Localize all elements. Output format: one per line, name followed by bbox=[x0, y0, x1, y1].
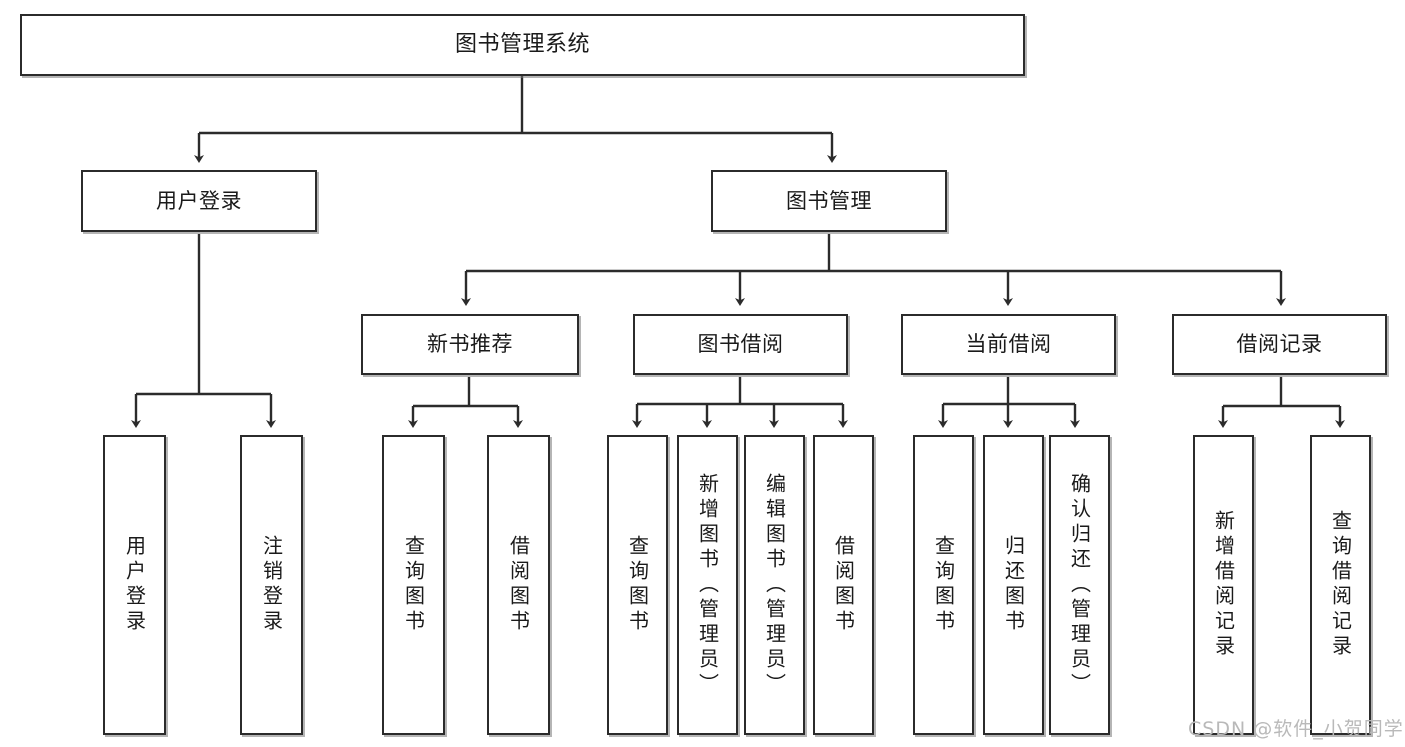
node-label: 图书管理系统 bbox=[454, 32, 590, 58]
node-label: 用户登录 bbox=[156, 188, 242, 213]
node-label: 图书管理 bbox=[786, 188, 872, 213]
leaf-borrow-add-book-admin[interactable]: 新增图书（管理员） bbox=[677, 435, 738, 735]
csdn-watermark: CSDN @软件_小贺同学 bbox=[1188, 718, 1404, 740]
leaf-current-query-book[interactable]: 查询图书 bbox=[913, 435, 974, 735]
node-label: 查询图书 bbox=[625, 535, 650, 635]
node-label: 新增借阅记录 bbox=[1211, 510, 1236, 660]
leaf-record-add-borrow-record[interactable]: 新增借阅记录 bbox=[1193, 435, 1254, 735]
node-label: 用户登录 bbox=[122, 535, 147, 635]
leaf-borrow-edit-book-admin[interactable]: 编辑图书（管理员） bbox=[744, 435, 805, 735]
leaf-record-query-borrow-record[interactable]: 查询借阅记录 bbox=[1310, 435, 1371, 735]
node-book-management[interactable]: 图书管理 bbox=[711, 170, 947, 232]
node-label: 图书借阅 bbox=[697, 332, 784, 357]
node-label: 借阅图书 bbox=[506, 535, 531, 635]
node-label: 编辑图书（管理员） bbox=[762, 472, 787, 698]
leaf-user-login[interactable]: 用户登录 bbox=[103, 435, 166, 735]
leaf-current-confirm-return-admin[interactable]: 确认归还（管理员） bbox=[1049, 435, 1110, 735]
node-user-login[interactable]: 用户登录 bbox=[81, 170, 317, 232]
leaf-user-logout[interactable]: 注销登录 bbox=[240, 435, 303, 735]
node-current-borrow[interactable]: 当前借阅 bbox=[901, 314, 1116, 375]
node-label: 确认归还（管理员） bbox=[1067, 472, 1092, 698]
node-label: 查询借阅记录 bbox=[1328, 510, 1353, 660]
node-label: 新增图书（管理员） bbox=[695, 472, 720, 698]
node-label: 借阅记录 bbox=[1236, 332, 1323, 357]
node-root-system[interactable]: 图书管理系统 bbox=[20, 14, 1025, 76]
node-label: 新书推荐 bbox=[427, 332, 513, 357]
node-label: 查询图书 bbox=[401, 535, 426, 635]
leaf-recommend-borrow-book[interactable]: 借阅图书 bbox=[487, 435, 550, 735]
leaf-borrow-query-book[interactable]: 查询图书 bbox=[607, 435, 668, 735]
leaf-current-return-book[interactable]: 归还图书 bbox=[983, 435, 1044, 735]
node-new-book-recommend[interactable]: 新书推荐 bbox=[361, 314, 579, 375]
node-label: 查询图书 bbox=[931, 535, 956, 635]
node-label: 借阅图书 bbox=[831, 535, 856, 635]
node-book-borrow[interactable]: 图书借阅 bbox=[633, 314, 848, 375]
node-label: 归还图书 bbox=[1001, 535, 1026, 635]
node-label: 注销登录 bbox=[259, 535, 284, 635]
node-borrow-record[interactable]: 借阅记录 bbox=[1172, 314, 1387, 375]
leaf-borrow-borrow-book[interactable]: 借阅图书 bbox=[813, 435, 874, 735]
node-label: 当前借阅 bbox=[965, 332, 1052, 357]
leaf-recommend-query-book[interactable]: 查询图书 bbox=[382, 435, 445, 735]
